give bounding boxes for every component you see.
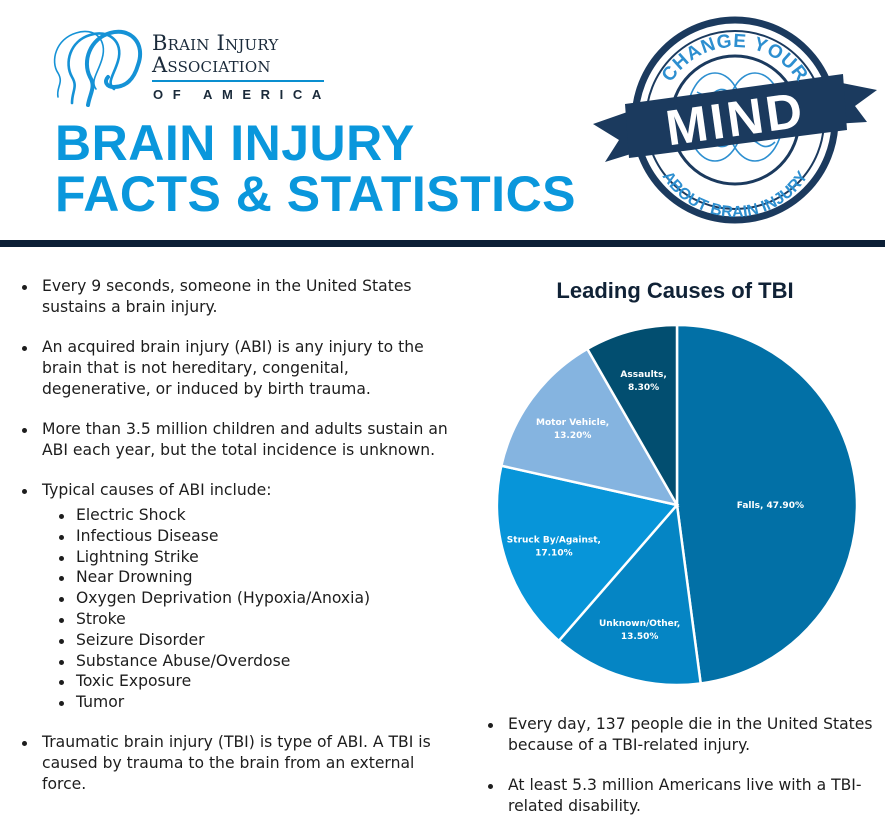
logo-line-brain-injury: Brain Injury	[152, 31, 279, 55]
logo-line-association: Association	[152, 53, 271, 77]
cause-item: Lightning Strike	[42, 547, 460, 568]
pie-slice-struck-by-against	[495, 464, 680, 643]
pie-label-assaults: Assaults,8.30%	[620, 370, 666, 393]
cause-item: Toxic Exposure	[42, 671, 460, 692]
abi-causes-list: Electric Shock Infectious Disease Lightn…	[42, 505, 460, 713]
cause-item: Substance Abuse/Overdose	[42, 651, 460, 672]
fact-item: Traumatic brain injury (TBI) is type of …	[20, 732, 460, 795]
cause-item: Near Drowning	[42, 567, 460, 588]
cause-item: Tumor	[42, 692, 460, 713]
pie-slice-falls	[675, 323, 859, 685]
causes-heading: Typical causes of ABI include:	[42, 481, 272, 499]
fact-item: More than 3.5 million children and adult…	[20, 419, 460, 461]
page-title-line2: FACTS & STATISTICS	[55, 166, 577, 222]
pie-label-unknown-other: Unknown/Other,13.50%	[599, 619, 680, 642]
logo-line-of-america: OF AMERICA	[153, 87, 331, 102]
svg-text:ABOUT BRAIN INJURY: ABOUT BRAIN INJURY	[659, 168, 812, 221]
cause-item: Infectious Disease	[42, 526, 460, 547]
cause-item: Electric Shock	[42, 505, 460, 526]
pie-label-motor-vehicle: Motor Vehicle,13.20%	[536, 418, 609, 441]
cause-item: Stroke	[42, 609, 460, 630]
pie-slice-unknown-other	[557, 502, 703, 687]
logo-rule	[152, 80, 324, 82]
pie-slice-assaults	[585, 323, 679, 510]
pie-label-struck-by-against: Struck By/Against,17.10%	[507, 535, 601, 558]
fact-item: An acquired brain injury (ABI) is any in…	[20, 337, 460, 400]
fact-item: Every 9 seconds, someone in the United S…	[20, 276, 460, 318]
facts-list-right: Every day, 137 people die in the United …	[486, 714, 881, 836]
fact-item-causes: Typical causes of ABI include: Electric …	[20, 480, 460, 713]
chart-title: Leading Causes of TBI	[556, 278, 794, 303]
cause-item: Oxygen Deprivation (Hypoxia/Anoxia)	[42, 588, 460, 609]
page-title-line1: BRAIN INJURY	[55, 115, 415, 171]
cause-item: Seizure Disorder	[42, 630, 460, 651]
pie-label-falls: Falls, 47.90%	[737, 501, 804, 511]
pie-slice-motor-vehicle	[499, 347, 680, 507]
header-divider	[0, 240, 885, 247]
svg-text:MIND: MIND	[662, 82, 808, 157]
tbi-causes-pie-chart: Falls, 47.90% Unknown/Other,13.50% Struck …	[495, 323, 859, 687]
head-profiles-icon	[53, 29, 142, 107]
change-your-mind-badge: MIND CHANGE YOUR ABOUT BRAIN INJURY	[593, 16, 877, 224]
facts-list-left: Every 9 seconds, someone in the United S…	[20, 276, 460, 814]
fact-item: At least 5.3 million Americans live with…	[486, 775, 881, 817]
fact-item: Every day, 137 people die in the United …	[486, 714, 881, 756]
